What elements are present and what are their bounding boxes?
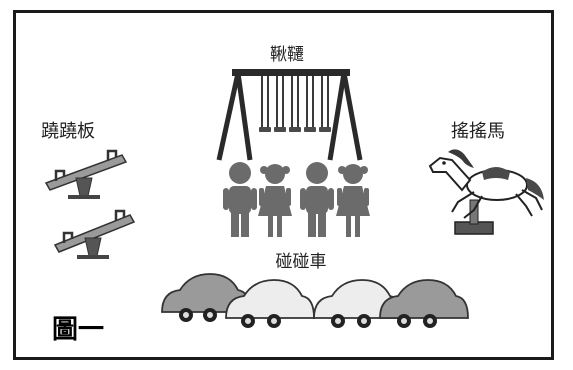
child-boy [300, 162, 334, 237]
bumper-car [379, 279, 469, 328]
bumper-car [225, 279, 315, 328]
swing-set: 鞦韆 [216, 45, 363, 161]
seesaw [53, 209, 136, 259]
rocking-horse: 搖搖馬 [428, 121, 544, 235]
rocking-horse-label: 搖搖馬 [451, 121, 505, 142]
seesaw-group: 蹺蹺板 [41, 121, 136, 259]
seesaw [44, 149, 128, 199]
figure-caption: 圖一 [52, 315, 104, 345]
child-girl [258, 164, 292, 237]
child-girl [336, 164, 370, 237]
bumper-car [313, 279, 403, 328]
bumper-cars-group: 碰碰車 [161, 252, 469, 328]
seesaw-label: 蹺蹺板 [41, 121, 95, 142]
children-group [223, 162, 370, 237]
bumper-car [161, 273, 251, 322]
swing-label: 鞦韆 [270, 45, 304, 65]
bumper-cars-label: 碰碰車 [276, 252, 327, 272]
child-boy [223, 162, 257, 237]
